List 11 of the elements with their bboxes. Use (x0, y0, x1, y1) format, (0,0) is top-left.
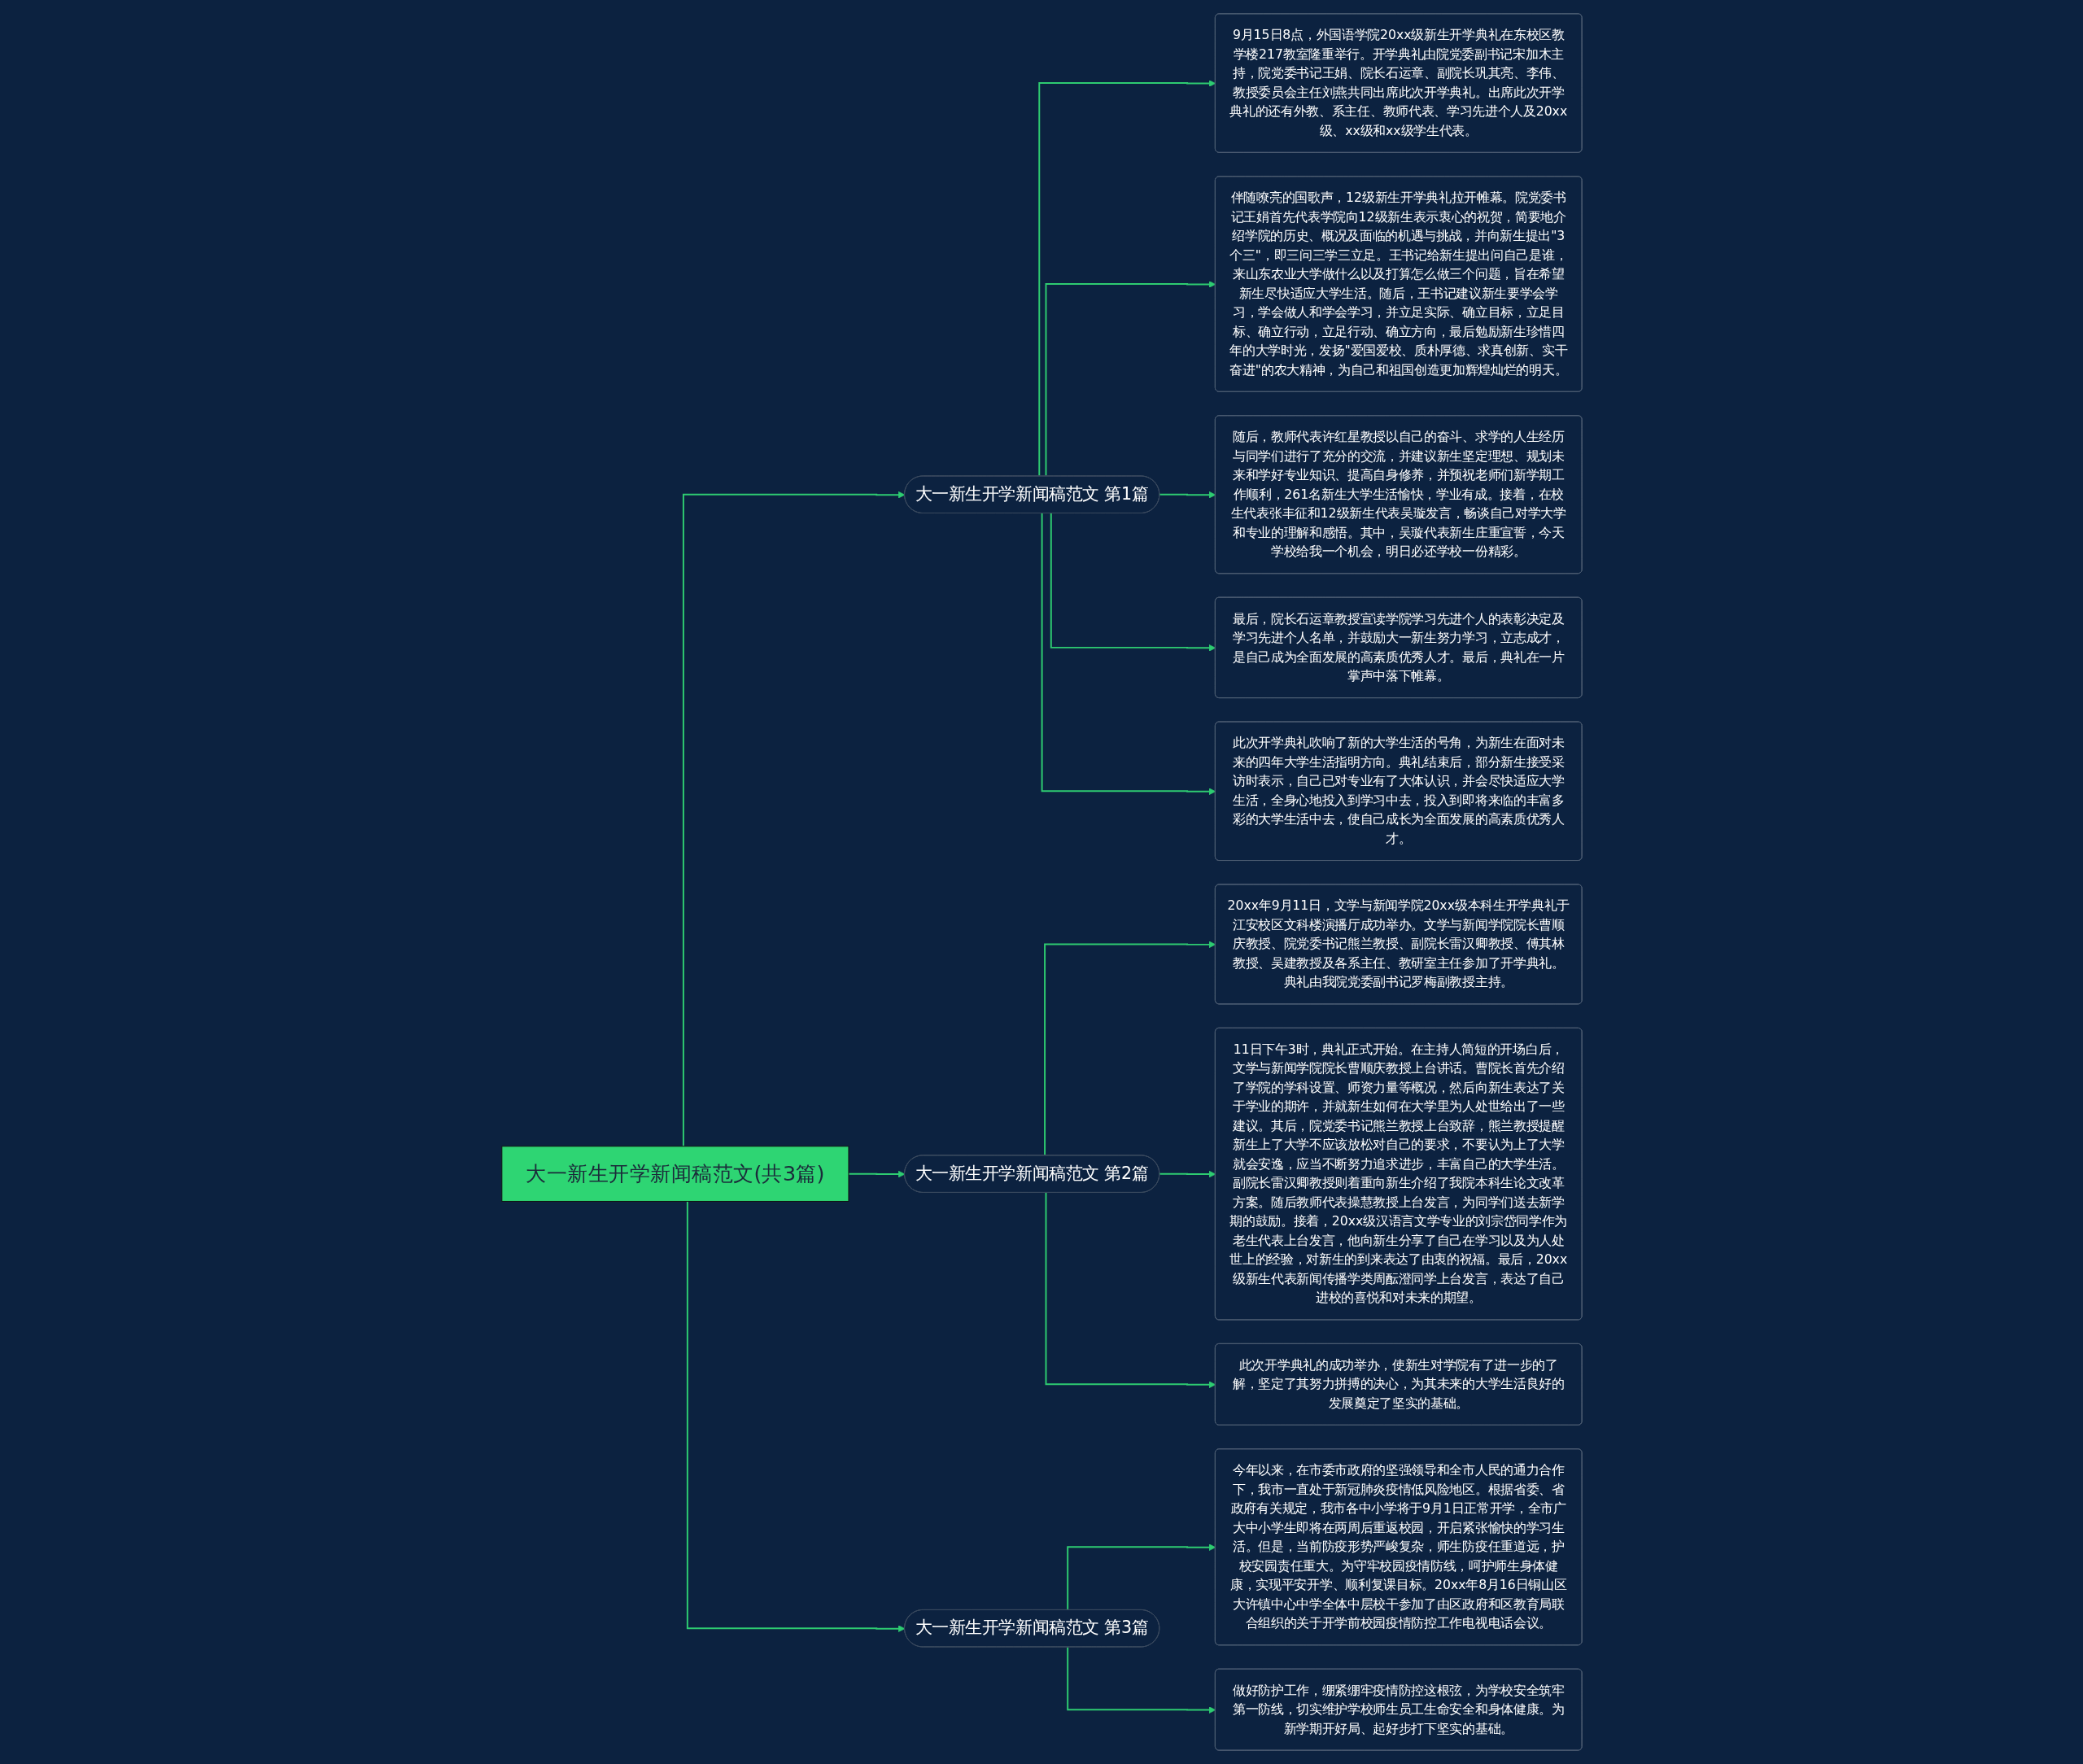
node-box: 大一新生开学新闻稿范文(共3篇) (500, 1146, 849, 1202)
arrow (1158, 1170, 1216, 1178)
arrow (1066, 1544, 1216, 1611)
arrow (1045, 1191, 1216, 1389)
arrow (1066, 1646, 1216, 1714)
arrow (1041, 513, 1216, 796)
arrow (686, 1200, 905, 1632)
arrow (1158, 491, 1216, 499)
arrow (847, 1170, 905, 1178)
arrow (682, 491, 905, 1147)
arrow (1050, 513, 1216, 652)
